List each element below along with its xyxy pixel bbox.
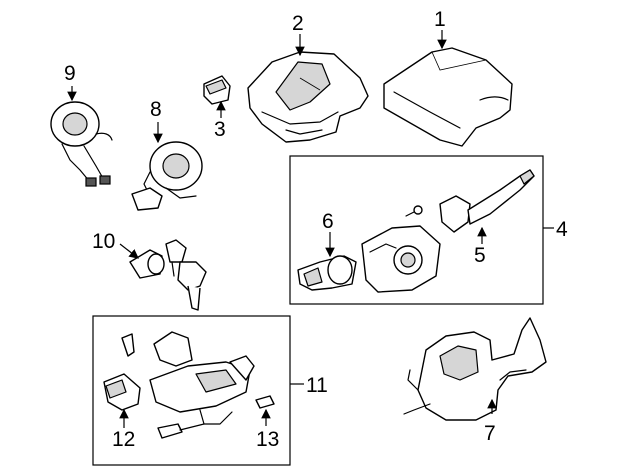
part-12-key-interlock — [103, 373, 141, 411]
part-10-lock-cylinder — [129, 239, 207, 311]
part-5-wiper-switch — [439, 169, 535, 233]
part-2-lower-cover — [247, 51, 369, 143]
callout-1: 1 — [434, 8, 446, 31]
callout-4: 4 — [556, 218, 568, 241]
part-8-angle-sensor — [131, 141, 203, 211]
callout-13: 13 — [256, 428, 279, 451]
part-3-clip — [203, 75, 231, 105]
callout-9: 9 — [64, 62, 76, 85]
group-4-box — [289, 155, 544, 305]
part-11-lock-housing — [121, 331, 255, 439]
callout-7: 7 — [484, 422, 496, 445]
part-6-turn-signal-switch — [297, 255, 357, 291]
callout-12: 12 — [112, 428, 135, 451]
callout-6: 6 — [322, 210, 334, 233]
callout-3: 3 — [214, 118, 226, 141]
group-11-box — [92, 315, 291, 466]
combination-switch-body — [361, 205, 441, 293]
part-7-column-bracket — [403, 317, 547, 421]
callout-11: 11 — [306, 374, 328, 397]
leader-10 — [119, 243, 139, 259]
callout-2: 2 — [292, 12, 304, 35]
callout-8: 8 — [150, 98, 162, 121]
part-9-spiral-cable — [50, 101, 113, 187]
part-13-pin — [255, 395, 275, 409]
part-1-upper-cover — [383, 47, 513, 147]
callout-5: 5 — [474, 244, 486, 267]
callout-10: 10 — [92, 230, 115, 253]
